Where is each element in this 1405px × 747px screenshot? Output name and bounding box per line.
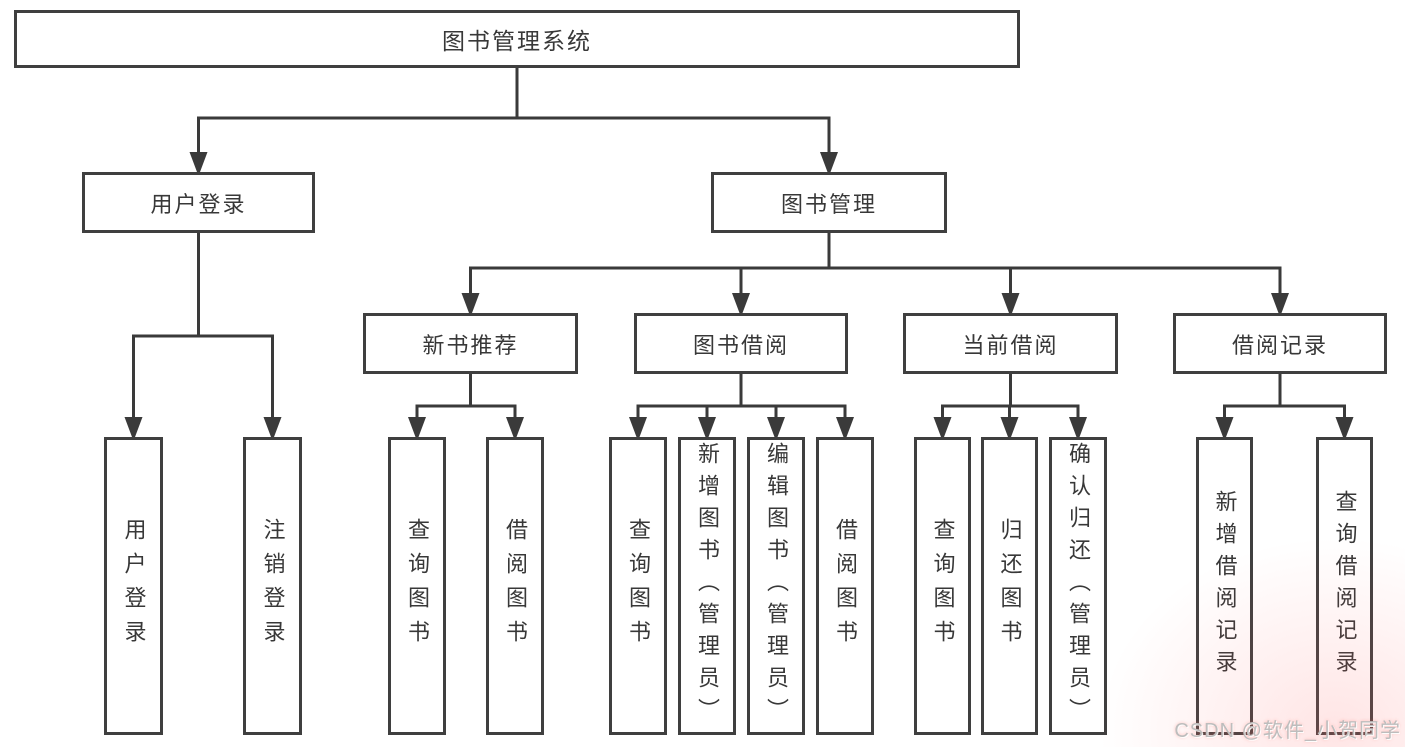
node-borrowing-records: 借阅记录 <box>1173 313 1387 374</box>
leaf-query-books-recommend-label: 查询图书 <box>405 518 430 654</box>
leaf-query-books-borrow-label: 查询图书 <box>626 518 651 654</box>
leaf-return-books: 归还图书 <box>981 437 1038 735</box>
leaf-user-login: 用户登录 <box>104 437 163 735</box>
node-library-system: 图书管理系统 <box>14 10 1020 68</box>
leaf-logout: 注销登录 <box>243 437 302 735</box>
node-current-borrowing: 当前借阅 <box>903 313 1118 374</box>
leaf-edit-book-admin-label: 编辑图书（管理员） <box>764 442 789 730</box>
leaf-logout-label: 注销登录 <box>260 518 286 654</box>
leaf-borrow-books-recommend: 借阅图书 <box>486 437 544 735</box>
leaf-confirm-return-admin-label: 确认归还（管理员） <box>1066 442 1091 730</box>
leaf-confirm-return-admin: 确认归还（管理员） <box>1049 437 1107 735</box>
node-new-book-recommendation: 新书推荐 <box>363 313 578 374</box>
leaf-add-book-admin: 新增图书（管理员） <box>678 437 736 735</box>
csdn-watermark: CSDN @软件_小贺同学 <box>1174 720 1401 742</box>
leaf-borrow-books: 借阅图书 <box>816 437 874 735</box>
node-book-borrowing: 图书借阅 <box>634 313 848 374</box>
leaf-query-books-recommend: 查询图书 <box>388 437 446 735</box>
leaf-query-books-current-label: 查询图书 <box>930 518 956 654</box>
leaf-add-borrow-record: 新增借阅记录 <box>1196 437 1253 735</box>
leaf-user-login-label: 用户登录 <box>121 518 147 654</box>
leaf-query-borrow-record: 查询借阅记录 <box>1316 437 1373 735</box>
node-book-management: 图书管理 <box>711 172 947 233</box>
leaf-return-books-label: 归还图书 <box>997 518 1023 654</box>
leaf-borrow-books-recommend-label: 借阅图书 <box>503 518 528 654</box>
leaf-add-borrow-record-label: 新增借阅记录 <box>1212 490 1238 682</box>
leaf-query-borrow-record-label: 查询借阅记录 <box>1332 490 1358 682</box>
leaf-add-book-admin-label: 新增图书（管理员） <box>695 442 720 730</box>
leaf-borrow-books-label: 借阅图书 <box>833 518 858 654</box>
node-user-login: 用户登录 <box>82 172 315 233</box>
leaf-query-books-borrow: 查询图书 <box>609 437 667 735</box>
leaf-query-books-current: 查询图书 <box>914 437 971 735</box>
leaf-edit-book-admin: 编辑图书（管理员） <box>747 437 805 735</box>
